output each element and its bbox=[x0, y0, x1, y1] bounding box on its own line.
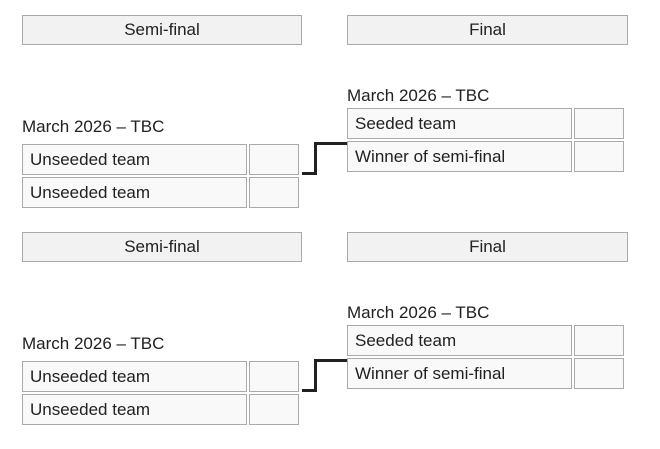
score-cell bbox=[249, 177, 299, 208]
round-header-final: Final bbox=[347, 15, 628, 45]
team-name-cell: Unseeded team bbox=[22, 144, 247, 175]
team-name-cell: Seeded team bbox=[347, 108, 572, 139]
bracket-connector-segment bbox=[314, 142, 317, 175]
bracket-connector-segment bbox=[302, 389, 317, 392]
bracket-connector-segment bbox=[314, 359, 347, 362]
score-cell bbox=[249, 394, 299, 425]
bracket-section-1: Semi-final Final March 2026 – TBC Seeded… bbox=[0, 15, 660, 215]
team-name-cell: Winner of semi-final bbox=[347, 358, 572, 389]
table-row: Unseeded team bbox=[22, 144, 299, 175]
bracket-section-2: Semi-final Final March 2026 – TBC Seeded… bbox=[0, 232, 660, 432]
bracket-connector-segment bbox=[302, 172, 317, 175]
semifinal-match-table: Unseeded team Unseeded team bbox=[20, 359, 301, 427]
final-date-label: March 2026 – TBC bbox=[347, 86, 490, 105]
table-row: Seeded team bbox=[347, 325, 624, 356]
team-name-cell: Winner of semi-final bbox=[347, 141, 572, 172]
round-header-final: Final bbox=[347, 232, 628, 262]
team-name-cell: Seeded team bbox=[347, 325, 572, 356]
table-row: Winner of semi-final bbox=[347, 358, 624, 389]
team-name-cell: Unseeded team bbox=[22, 394, 247, 425]
score-cell bbox=[574, 141, 624, 172]
table-row: Winner of semi-final bbox=[347, 141, 624, 172]
table-row: Unseeded team bbox=[22, 361, 299, 392]
score-cell bbox=[574, 325, 624, 356]
table-row: Unseeded team bbox=[22, 177, 299, 208]
bracket-connector-segment bbox=[314, 142, 347, 145]
final-date-label: March 2026 – TBC bbox=[347, 303, 490, 322]
table-row: Unseeded team bbox=[22, 394, 299, 425]
score-cell bbox=[574, 108, 624, 139]
semifinal-match-table: Unseeded team Unseeded team bbox=[20, 142, 301, 210]
score-cell bbox=[249, 144, 299, 175]
final-match-table: Seeded team Winner of semi-final bbox=[345, 106, 626, 174]
score-cell bbox=[574, 358, 624, 389]
final-match-table: Seeded team Winner of semi-final bbox=[345, 323, 626, 391]
semifinal-date-label: March 2026 – TBC bbox=[22, 117, 165, 136]
round-header-semifinal: Semi-final bbox=[22, 15, 302, 45]
score-cell bbox=[249, 361, 299, 392]
round-header-semifinal: Semi-final bbox=[22, 232, 302, 262]
bracket-connector-segment bbox=[314, 359, 317, 392]
table-row: Seeded team bbox=[347, 108, 624, 139]
team-name-cell: Unseeded team bbox=[22, 177, 247, 208]
semifinal-date-label: March 2026 – TBC bbox=[22, 334, 165, 353]
team-name-cell: Unseeded team bbox=[22, 361, 247, 392]
